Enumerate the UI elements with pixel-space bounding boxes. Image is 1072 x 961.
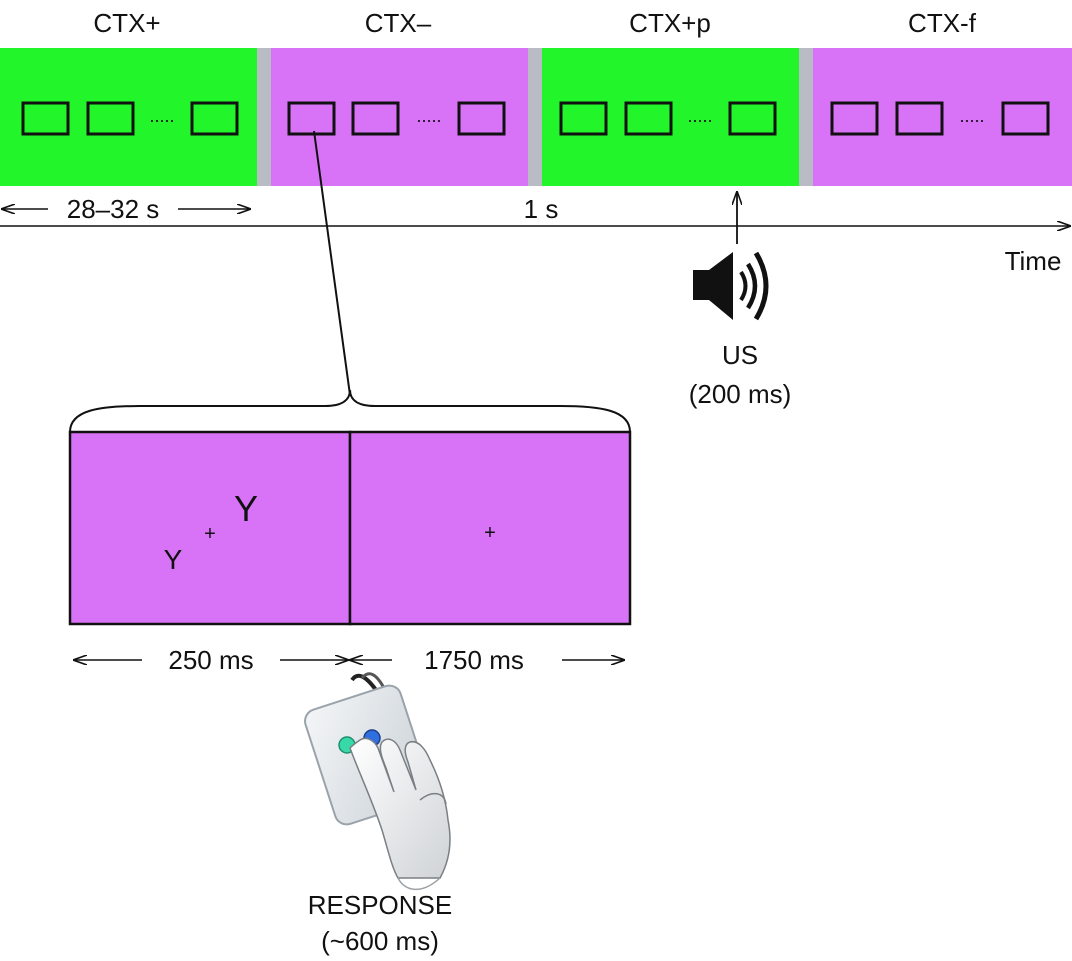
trial-brace — [69, 389, 631, 433]
trial-squares-ctx4 — [830, 101, 1050, 136]
time-axis-label: Time — [1005, 246, 1062, 276]
us-label: US — [722, 340, 758, 370]
trial-dots-ctx3: ..... — [687, 106, 712, 126]
trial-squares-ctx1 — [21, 101, 239, 136]
trial-dots-ctx2: ..... — [416, 106, 441, 126]
context-block-1 — [0, 48, 257, 186]
context-label-2: CTX– — [365, 8, 432, 38]
zoom-line — [313, 130, 351, 396]
duration-label: 28–32 s — [67, 194, 160, 224]
trial-squares-ctx3 — [559, 101, 777, 136]
context-label-4: CTX-f — [908, 8, 977, 38]
trial-panel-fixation — [348, 430, 632, 626]
context-label-3: CTX+p — [629, 8, 711, 38]
interval-label: 1 s — [524, 194, 559, 224]
fixation-cross-2: + — [484, 522, 496, 544]
us-duration: (200 ms) — [689, 379, 792, 409]
hand-response-box-icon — [304, 672, 451, 890]
trial-squares-ctx2 — [287, 101, 506, 136]
stim-duration-label: 250 ms — [168, 645, 253, 675]
response-label: RESPONSE — [308, 890, 453, 920]
stimulus-letter-large: Y — [234, 488, 258, 529]
trial-dots-ctx1: ..... — [149, 106, 174, 126]
speaker-icon — [693, 251, 769, 321]
stimulus-letter-small: Y — [164, 544, 183, 575]
trial-dots-ctx4: ..... — [959, 106, 984, 126]
fix-duration-label: 1750 ms — [424, 645, 524, 675]
context-label-1: CTX+ — [93, 8, 160, 38]
response-duration: (~600 ms) — [321, 926, 439, 956]
fixation-cross-1: + — [204, 523, 216, 545]
